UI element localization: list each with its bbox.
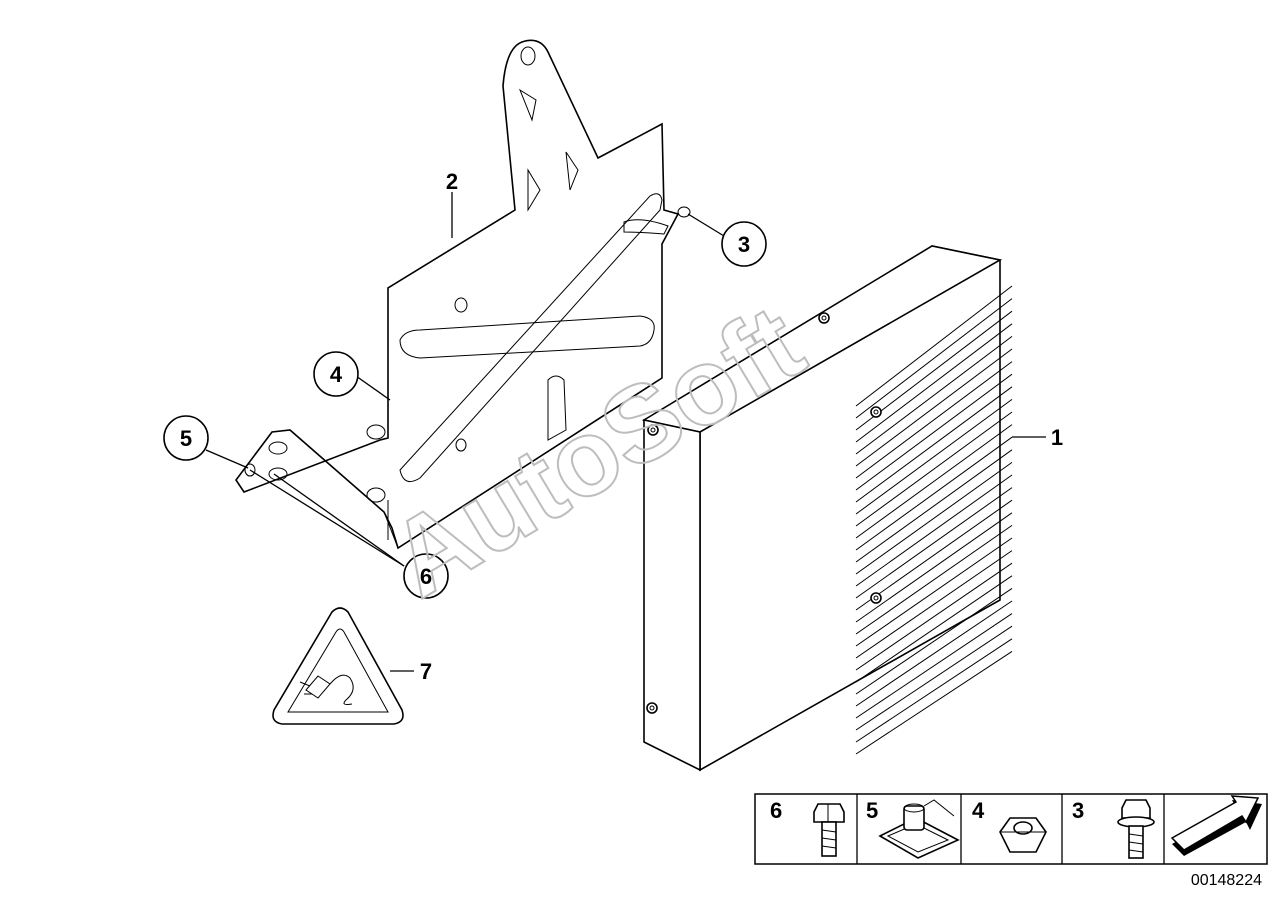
mount-bolt: [647, 424, 659, 436]
fin-line: [855, 323, 1013, 443]
svg-text:6: 6: [420, 564, 432, 589]
fin-line: [855, 436, 1013, 551]
fin-line: [855, 537, 1013, 647]
cooling-fins: [855, 285, 1013, 755]
callout-4[interactable]: 4: [313, 351, 359, 397]
callout-6[interactable]: 6: [403, 553, 449, 599]
fin-line: [855, 398, 1013, 515]
amplifier-unit[interactable]: [641, 245, 1013, 772]
fin-line: [855, 512, 1013, 623]
svg-text:4: 4: [972, 798, 985, 823]
fin-line: [855, 499, 1013, 611]
hex-bolt-icon: [813, 803, 845, 857]
fin-line: [855, 461, 1013, 575]
fin-line: [855, 386, 1013, 503]
callout-7[interactable]: 7: [420, 659, 432, 684]
mounting-bracket[interactable]: [235, 39, 691, 550]
fastener-legend: 6 5 4: [754, 793, 1268, 865]
svg-text:6: 6: [770, 798, 782, 823]
svg-text:3: 3: [738, 232, 750, 257]
arrow-icon: [1170, 795, 1262, 856]
flange-bolt-icon: [1117, 799, 1155, 859]
mount-bolt: [818, 312, 830, 324]
fin-line: [855, 449, 1013, 563]
fin-line: [855, 625, 1013, 731]
fin-line: [855, 575, 1013, 683]
clip-nut-icon: [878, 799, 960, 859]
svg-text:3: 3: [1072, 798, 1084, 823]
fin-line: [855, 600, 1013, 707]
fin-line: [855, 587, 1013, 695]
plug-icon: [299, 674, 354, 705]
fin-line: [855, 424, 1013, 539]
mount-bolt: [646, 702, 658, 714]
svg-text:2: 2: [446, 169, 458, 194]
warning-label[interactable]: [272, 607, 404, 725]
fin-line: [855, 373, 1013, 491]
fin-line: [855, 650, 1013, 755]
legend-item-4[interactable]: 4: [972, 798, 1047, 853]
svg-text:1: 1: [1051, 425, 1063, 450]
legend-item-arrow[interactable]: [1170, 795, 1262, 856]
fin-line: [855, 361, 1013, 479]
hex-nut-icon: [999, 817, 1047, 853]
callout-2[interactable]: 2: [446, 169, 458, 194]
mount-bolt: [870, 406, 882, 418]
fin-line: [855, 336, 1013, 455]
legend-item-6[interactable]: 6: [770, 798, 845, 857]
mount-bolt: [870, 592, 882, 604]
callout-3[interactable]: 3: [721, 221, 767, 267]
fin-line: [855, 550, 1013, 659]
fin-line: [855, 348, 1013, 467]
callout-5[interactable]: 5: [163, 415, 209, 461]
svg-text:4: 4: [330, 362, 343, 387]
fin-line: [855, 638, 1013, 743]
fin-line: [855, 298, 1013, 419]
fin-line: [855, 474, 1013, 587]
fin-line: [855, 562, 1013, 671]
legend-item-3[interactable]: 3: [1072, 798, 1155, 859]
callout-1[interactable]: 1: [1051, 425, 1063, 450]
svg-text:7: 7: [420, 659, 432, 684]
fin-line: [855, 613, 1013, 719]
leader-lines: [205, 192, 1046, 672]
fin-line: [855, 285, 1013, 407]
fin-line: [855, 524, 1013, 635]
legend-item-5[interactable]: 5: [866, 798, 960, 859]
svg-text:5: 5: [866, 798, 878, 823]
fin-line: [855, 411, 1013, 527]
fin-line: [855, 487, 1013, 599]
fin-line: [855, 310, 1013, 431]
svg-text:5: 5: [180, 426, 192, 451]
drawing-code: 00148224: [1191, 872, 1262, 889]
